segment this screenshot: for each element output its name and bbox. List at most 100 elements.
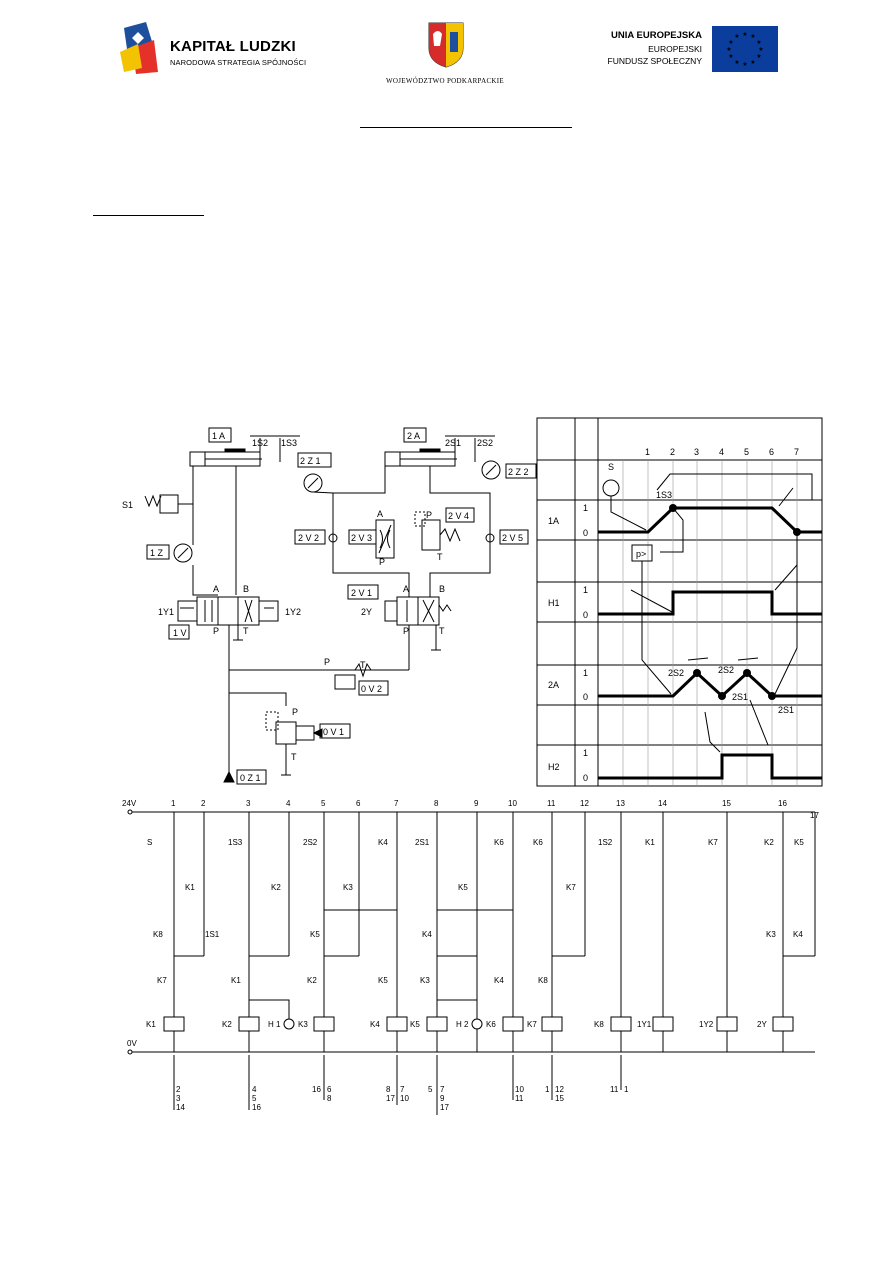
signal-2s1-a: 2S1 [732, 692, 748, 702]
contact-k4-seal2: K4 [793, 930, 803, 939]
eu-flag-icon: ★★★ ★★★ ★★★ ★★★ [712, 26, 778, 72]
coil-k4: K4 [370, 1020, 380, 1029]
ref-k8-a: 11 [610, 1085, 619, 1094]
contact-k1-top: K1 [645, 838, 655, 847]
coil-1y1: 1Y1 [637, 1020, 652, 1029]
contact-k7-low: K7 [157, 976, 167, 985]
contact-k8-seal: K8 [153, 930, 163, 939]
section-rule [93, 215, 204, 216]
z22-label: 2 Z 2 [508, 467, 529, 477]
ref-k3-c: 8 [327, 1094, 332, 1103]
step-4: 4 [719, 447, 724, 457]
coil-2y: 2Y [757, 1020, 767, 1029]
col-7: 7 [394, 799, 399, 808]
step-6: 6 [769, 447, 774, 457]
svg-text:★: ★ [750, 59, 755, 66]
v23-label: 2 V 3 [351, 533, 372, 543]
row-1a-zero: 0 [583, 528, 588, 538]
ref-k2-a: 4 [252, 1085, 257, 1094]
cyl1-sensor1: 1S2 [252, 438, 268, 448]
col-15: 15 [722, 799, 731, 808]
ref-k7-a: 1 [545, 1085, 550, 1094]
contact-1s3: 1S3 [228, 838, 243, 847]
cyl1-label: 1 A [212, 431, 225, 441]
signal-1s3: 1S3 [656, 490, 672, 500]
ref-k3-b: 6 [327, 1085, 332, 1094]
port-a-2: A [403, 584, 409, 594]
port-t-2: T [439, 626, 445, 636]
ref-k4-b: 7 [400, 1085, 405, 1094]
eu-logo: UNIA EUROPEJSKA EUROPEJSKI FUNDUSZ SPOŁE… [600, 26, 780, 74]
cyl1-sensor2: 1S3 [281, 438, 297, 448]
ref-k6-a: 10 [515, 1085, 524, 1094]
ref-k4-d: 10 [400, 1094, 409, 1103]
contact-k6-a: K6 [494, 838, 504, 847]
svg-text:★: ★ [742, 31, 747, 38]
eu-line3: FUNDUSZ SPOŁECZNY [607, 56, 702, 66]
step-2: 2 [670, 447, 675, 457]
ref-k3-a: 16 [312, 1085, 321, 1094]
svg-text:★: ★ [742, 61, 747, 68]
ref-k7-c: 15 [555, 1094, 564, 1103]
signal-s: S [608, 462, 614, 472]
kl-title: KAPITAŁ LUDZKI [170, 38, 296, 55]
svg-text:★: ★ [728, 39, 733, 46]
contact-k3-seal: K3 [766, 930, 776, 939]
coil-k3: K3 [298, 1020, 308, 1029]
step-5: 5 [744, 447, 749, 457]
svg-text:★: ★ [728, 53, 733, 60]
ref-k1-c: 14 [176, 1103, 185, 1112]
z21-label: 2 Z 1 [300, 456, 321, 466]
port-b-2: B [439, 584, 445, 594]
row-h2-one: 1 [583, 748, 588, 758]
contact-s: S [147, 838, 152, 847]
contact-2s2: 2S2 [303, 838, 318, 847]
contact-k6-b: K6 [533, 838, 543, 847]
v25-label: 2 V 5 [502, 533, 523, 543]
svg-text:★: ★ [756, 39, 761, 46]
port-p-3: P [379, 557, 385, 567]
contact-k4-top: K4 [378, 838, 388, 847]
coil-k1: K1 [146, 1020, 156, 1029]
ref-k8-b: 1 [624, 1085, 629, 1094]
lamp-h1: H 1 [268, 1020, 281, 1029]
contact-k3-mid: K3 [343, 883, 353, 892]
coil-1y2: 1Y2 [699, 1020, 714, 1029]
contact-k7-mid: K7 [566, 883, 576, 892]
contact-k1-mid: K1 [185, 883, 195, 892]
contact-1s1-seal: 1S1 [205, 930, 220, 939]
s1-label: S1 [122, 500, 133, 510]
col-5: 5 [321, 799, 326, 808]
z1-label: 1 Z [150, 548, 164, 558]
svg-text:★: ★ [750, 33, 755, 40]
ref-k1-a: 2 [176, 1085, 181, 1094]
ref-k5-b: 7 [440, 1085, 445, 1094]
port-a-1: A [213, 584, 219, 594]
port-p-5: P [324, 657, 330, 667]
ref-k1-b: 3 [176, 1094, 181, 1103]
row-1a-one: 1 [583, 503, 588, 513]
col-4: 4 [286, 799, 291, 808]
port-p-2: P [403, 626, 409, 636]
kapital-ludzki-logo: KAPITAŁ LUDZKI NARODOWA STRATEGIA SPÓJNO… [120, 18, 310, 78]
col-1: 1 [171, 799, 176, 808]
ref-k6-b: 11 [515, 1094, 524, 1103]
step-3: 3 [694, 447, 699, 457]
svg-text:★: ★ [734, 33, 739, 40]
contact-k5-seal: K5 [310, 930, 320, 939]
coil-k8: K8 [594, 1020, 604, 1029]
signal-2s2-a: 2S2 [668, 668, 684, 678]
port-t-4: T [437, 552, 443, 562]
contact-k5-top: K5 [794, 838, 804, 847]
signal-2s1-b: 2S1 [778, 705, 794, 715]
row-h1-zero: 0 [583, 610, 588, 620]
contact-2s1: 2S1 [415, 838, 430, 847]
v24-label: 2 V 4 [448, 511, 469, 521]
contact-k5-low: K5 [378, 976, 388, 985]
col-16: 16 [778, 799, 787, 808]
step-7: 7 [794, 447, 799, 457]
kapital-ludzki-mark-icon [120, 22, 158, 74]
coil-k2: K2 [222, 1020, 232, 1029]
supply-0v: 0V [127, 1039, 137, 1048]
